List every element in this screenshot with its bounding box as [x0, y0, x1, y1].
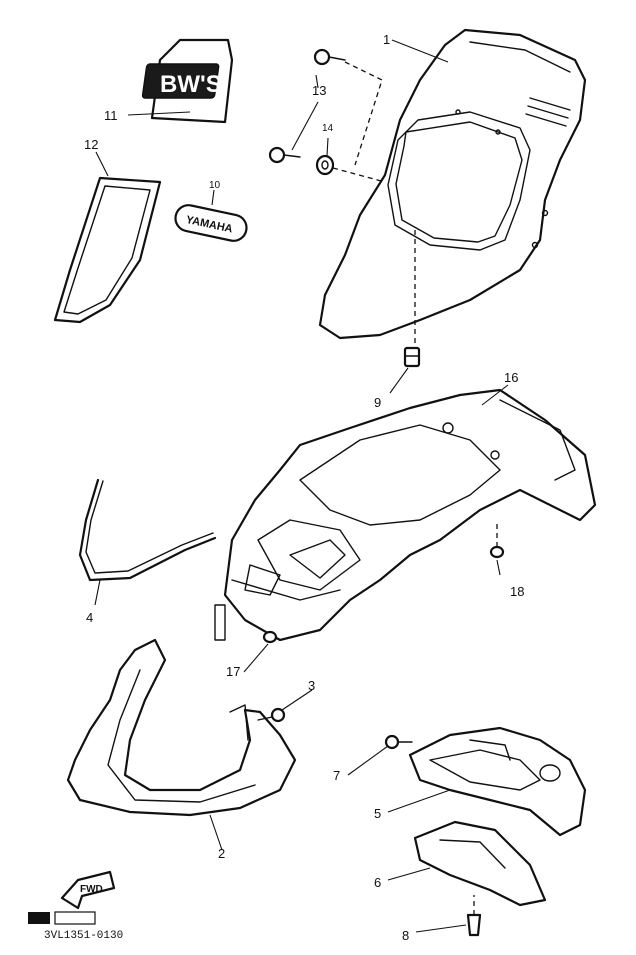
part-10-yamaha-emblem: YAMAHA	[174, 204, 248, 242]
callout-10: 10	[209, 180, 221, 191]
part-12-stripe	[53, 176, 162, 324]
part-5-bracket	[408, 726, 587, 837]
bws-decal-text: BW'S	[160, 71, 222, 98]
callout-14: 14	[322, 123, 334, 134]
callout-13: 13	[312, 83, 326, 98]
part-14-grommet-nut	[315, 154, 335, 176]
callout-2: 2	[218, 846, 225, 861]
callout-16: 16	[504, 370, 518, 385]
drawing-code: 3VL1351-0130	[28, 911, 123, 942]
callout-4: 4	[86, 610, 93, 625]
fwd-arrow: FWD	[60, 870, 116, 910]
part-18-clip	[489, 520, 505, 559]
callout-1: 1	[383, 32, 390, 47]
part-3-screw	[257, 707, 286, 723]
callout-7: 7	[333, 768, 340, 783]
part-9-clip	[403, 346, 421, 368]
part-4-weather-strip	[78, 478, 217, 582]
drawing-code-text: 3VL1351-0130	[44, 930, 123, 942]
part-7-bolt	[384, 734, 413, 750]
callout-3: 3	[308, 678, 315, 693]
callout-17: 17	[226, 664, 240, 679]
callout-11: 11	[104, 108, 118, 123]
part-16-inner-tray	[214, 388, 597, 642]
part-13-screws	[268, 48, 346, 164]
callout-18: 18	[510, 584, 524, 599]
part-2-lower-fairing	[66, 638, 297, 817]
fwd-arrow-text: FWD	[80, 884, 103, 895]
callout-5: 5	[374, 806, 381, 821]
part-11-bws-decal: BW'S	[141, 38, 234, 124]
callout-6: 6	[374, 875, 381, 890]
leader-lines	[94, 39, 509, 933]
callout-12: 12	[84, 137, 98, 152]
callout-9: 9	[374, 395, 381, 410]
part-17-clip	[262, 630, 278, 644]
assembly-line-screw-13a	[344, 61, 383, 166]
callout-8: 8	[402, 928, 409, 943]
part-8-fastener	[466, 895, 482, 937]
part-6-plate	[413, 820, 547, 907]
assembly-line-nut-14	[332, 167, 386, 183]
callout-labels: 1 2 3 4 5 6 7 8 9 10 11 12 13 14 16 17 1…	[84, 32, 524, 943]
part-1-front-cover	[318, 28, 587, 340]
